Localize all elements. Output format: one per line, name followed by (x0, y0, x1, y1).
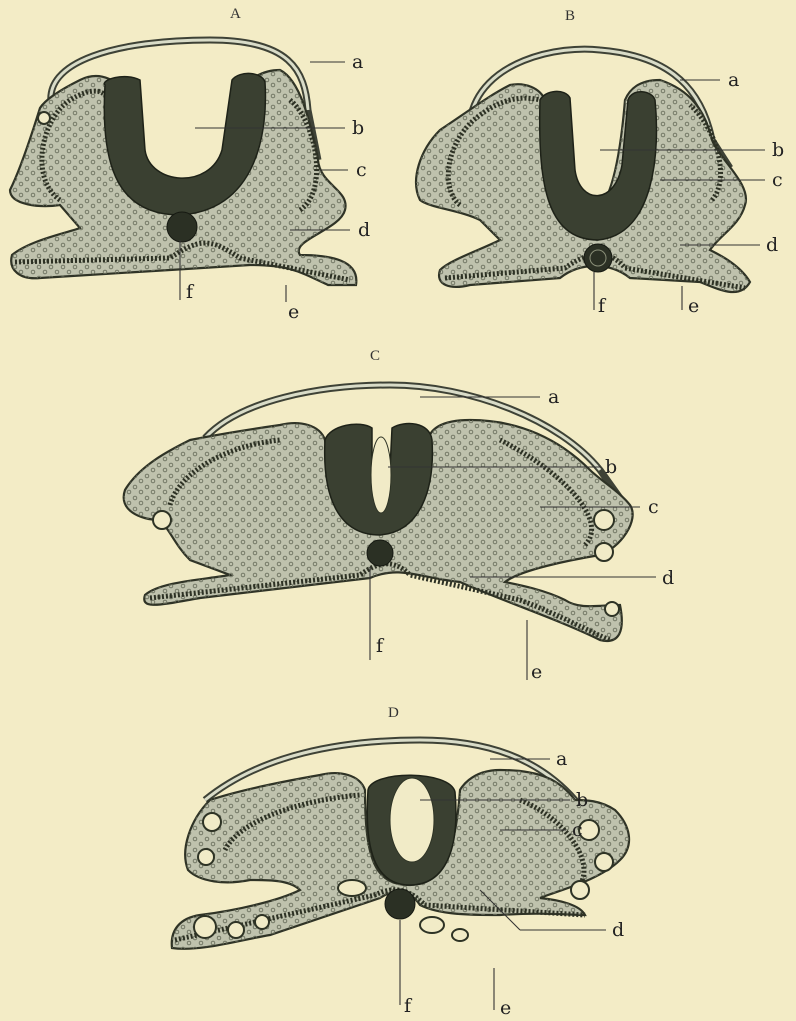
label-f-A: f (186, 281, 195, 303)
label-c-D: c (572, 819, 583, 841)
notochord-A (167, 212, 197, 242)
label-e-C: e (531, 661, 542, 683)
label-e-D: e (500, 997, 511, 1019)
notochord-C (367, 540, 393, 566)
label-d-C: d (662, 567, 674, 589)
panel-C: C a b c d f e (124, 348, 674, 683)
panel-A-title: A (230, 6, 241, 22)
panel-A: A a b c d f e (10, 6, 370, 323)
label-c-A: c (356, 159, 367, 181)
panel-D-title: D (388, 705, 399, 721)
notochord-B (584, 244, 612, 272)
label-a-A: a (352, 51, 363, 73)
panel-B-title: B (565, 8, 575, 24)
label-b-A: b (352, 117, 364, 139)
label-d-D: d (612, 919, 624, 941)
label-a-D: a (556, 748, 567, 770)
label-f-D: f (404, 995, 413, 1017)
label-e-A: e (288, 301, 299, 323)
label-f-C: f (376, 635, 385, 657)
label-f-B: f (598, 295, 607, 317)
label-a-B: a (728, 69, 739, 91)
label-c-B: c (772, 169, 783, 191)
notochord-D (385, 889, 415, 919)
panel-D: D a b c d f e (172, 705, 629, 1019)
label-a-C: a (548, 386, 559, 408)
label-d-A: d (358, 219, 370, 241)
label-d-B: d (766, 234, 778, 256)
panel-C-title: C (370, 348, 380, 364)
label-e-B: e (688, 295, 699, 317)
label-b-C: b (605, 456, 617, 478)
label-c-C: c (648, 496, 659, 518)
label-b-D: b (576, 789, 588, 811)
label-b-B: b (772, 139, 784, 161)
panel-B: B a b c d f e (416, 8, 784, 317)
